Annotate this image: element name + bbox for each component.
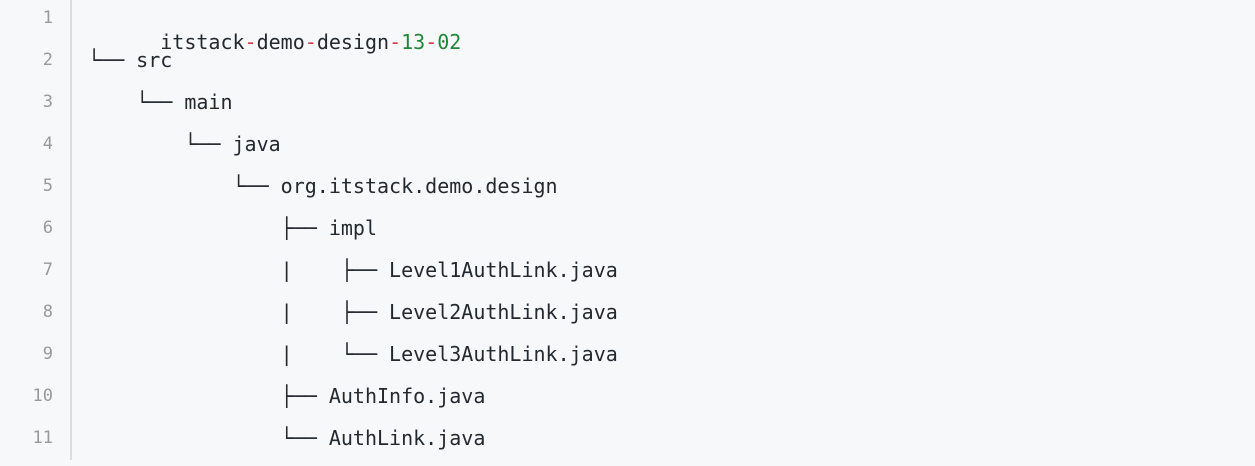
- code-line: | ├── Level2AuthLink.java: [88, 300, 618, 324]
- code-token-number: 13: [401, 30, 426, 54]
- code-line: └── org.itstack.demo.design: [88, 174, 558, 198]
- line-number: 2: [42, 50, 53, 70]
- code-line: ├── AuthInfo.java: [88, 384, 486, 408]
- code-token: design: [316, 30, 390, 54]
- code-line: ├── impl: [88, 216, 377, 240]
- code-token-dash: -: [244, 30, 257, 54]
- code-line: | ├── Level1AuthLink.java: [88, 258, 618, 282]
- line-number: 11: [32, 428, 53, 448]
- code-token-dash: -: [389, 30, 402, 54]
- line-number-gutter: 1 2 3 4 5 6 7 8 9 10 11: [0, 0, 72, 460]
- code-token-number: 02: [437, 30, 462, 54]
- code-line: └── java: [88, 132, 281, 156]
- code-line: └── AuthLink.java: [88, 426, 486, 450]
- line-number: 10: [32, 386, 53, 406]
- line-number: 1: [42, 8, 53, 28]
- line-number: 9: [42, 344, 53, 364]
- code-token-dash: -: [304, 30, 317, 54]
- code-token: itstack: [160, 30, 245, 54]
- line-number: 5: [42, 176, 53, 196]
- line-number: 4: [42, 134, 53, 154]
- line-number: 3: [42, 92, 53, 112]
- code-token-dash: -: [425, 30, 438, 54]
- code-line: └── src: [88, 48, 173, 72]
- line-number: 8: [42, 302, 53, 322]
- line-number: 6: [42, 218, 53, 238]
- code-line: └── main: [88, 90, 233, 114]
- code-line: | └── Level3AuthLink.java: [88, 342, 618, 366]
- line-number: 7: [42, 260, 53, 280]
- code-line-project-name: itstack-demo-design-13-02: [88, 6, 461, 78]
- code-token: demo: [256, 30, 305, 54]
